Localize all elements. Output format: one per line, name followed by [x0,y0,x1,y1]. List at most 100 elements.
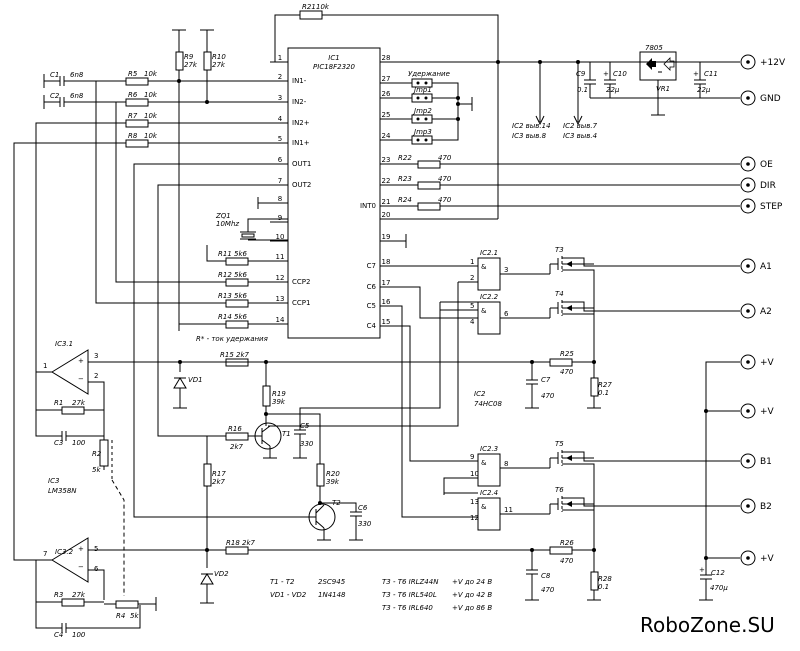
connector-a2-label: A2 [760,307,772,317]
ic1-pin-number: 16 [382,298,391,306]
svg-text:4: 4 [470,318,475,326]
opamp-ic3-1-label: IC3.1 [55,340,73,348]
c3-label: C3 [54,439,63,447]
c4-value: 100 [72,631,86,639]
vd1-label: VD1 [188,376,203,384]
transistor-t1 [254,422,282,450]
ic1-pin-number: 27 [382,75,391,83]
r3-label: R3 [54,591,63,599]
c9-value: 0.1 [577,86,588,94]
svg-text:+: + [603,70,609,78]
ic1-pin-name: OUT2 [292,181,311,189]
status-outputs: R22 470 R23 470 R24 470 [380,154,740,248]
c11-label: C11 [704,70,718,78]
connector-v2-label: +V [760,407,775,417]
c5-label: C5 [300,422,310,430]
svg-text:5: 5 [94,545,98,553]
note-ic2-pin14: IC2 выв.14 [512,122,551,130]
ic1-pin-number: 8 [278,195,282,203]
t4-label: T4 [555,290,564,298]
r26-value: 470 [560,557,574,565]
v-rail: + C12 470µ [699,361,740,601]
ic1-pin-number: 18 [382,258,391,266]
r22-value: 470 [438,154,452,162]
ic1-pin-number: 3 [278,94,282,102]
note-fet-3: T3 - T6 IRL640 [382,604,433,612]
t3-label: T3 [555,246,564,254]
note-ic3-pin8: IC3 выв.8 [512,132,547,140]
r1-label: R1 [54,399,63,407]
c1-label: C1 [50,71,59,79]
t6-label: T6 [555,486,564,494]
svg-text:1: 1 [43,362,47,370]
r21-resistor [299,10,323,20]
ic1-pin-number: 15 [382,318,391,326]
svg-text:7: 7 [43,550,47,558]
connector-oe-label: OE [760,160,773,170]
r7-value: 10k [144,112,158,120]
svg-text:2: 2 [470,274,474,282]
note-fet-1-v: +V до 24 В [452,578,492,586]
c6-value: 330 [358,520,372,528]
r25-value: 470 [560,368,574,376]
r8-label: R8 [128,132,138,140]
r15-value: 2k7 [236,351,250,359]
ic1-pin-number: 9 [278,214,282,222]
r16-label: R16 [228,425,242,433]
note-vd: VD1 - VD2 [270,591,307,599]
ic1-pin-number: 6 [278,156,283,164]
note-fet-1: T3 - T6 IRLZ44N [382,578,439,586]
gate-label: IC2.3 [480,445,498,453]
zq1-label: ZQ1 [215,212,231,220]
ic1-pin-number: 28 [382,54,391,62]
r18-label: R18 [226,539,240,547]
connector-b2 [740,498,756,514]
ic1-pin-number: 7 [278,177,282,185]
hold-current-note: R* - ток удержания [196,335,268,343]
ic1-pin-name: IN2- [292,98,307,106]
gate-label: IC2.2 [480,293,499,301]
svg-text:1: 1 [470,258,474,266]
svg-text:+: + [78,357,84,365]
note-fet-2: T3 - T6 IRL540L [382,591,437,599]
ic1-pin-name: CCP2 [292,278,310,286]
r11-label: R11 [218,250,232,258]
r12-value: 5k6 [234,271,248,279]
r6-value: 10k [144,91,158,99]
c12-value: 470µ [710,584,728,592]
ic1-pin-number: 5 [278,135,282,143]
r8-value: 10k [144,132,158,140]
c2-value: 6n8 [70,92,84,100]
r19-label: R19 [272,390,286,398]
ic1-pin-number: 11 [276,253,285,261]
r27-label: R27 [598,381,612,389]
note-ic2-pin7: IC2 выв.7 [563,122,598,130]
ic1-pin-number: 26 [382,90,391,98]
note-vd-part: 1N4148 [318,591,346,599]
c9-label: C9 [576,70,586,78]
ic1-pin-name: C6 [367,283,377,291]
ic3-ref: IC3 [48,477,59,485]
svg-text:13: 13 [470,498,479,506]
ic1-pin-number: 25 [382,111,391,119]
svg-text:6: 6 [94,565,99,573]
c4-label: C4 [54,631,63,639]
connector-p12v [740,54,756,70]
r2-label: R2 [92,450,102,458]
vd2-label: VD2 [214,570,229,578]
r18-value: 2k7 [242,539,256,547]
ic1-pin-name: C7 [367,262,376,270]
r13-label: R13 [218,292,232,300]
r23-value: 470 [438,175,452,183]
r2-value: 5k [92,466,101,474]
ic1-pin-name: C4 [367,322,377,330]
analog-section: IC3.1 1 32 +− R1 27k C3 100 R2 5k IC3 LM… [35,340,612,639]
connector-v3-label: +V [760,554,775,564]
gate-symbol: & [481,459,487,467]
connector-b1-label: B1 [760,457,772,467]
r21-label: R21 [302,3,316,11]
connector-step-label: STEP [760,202,783,212]
